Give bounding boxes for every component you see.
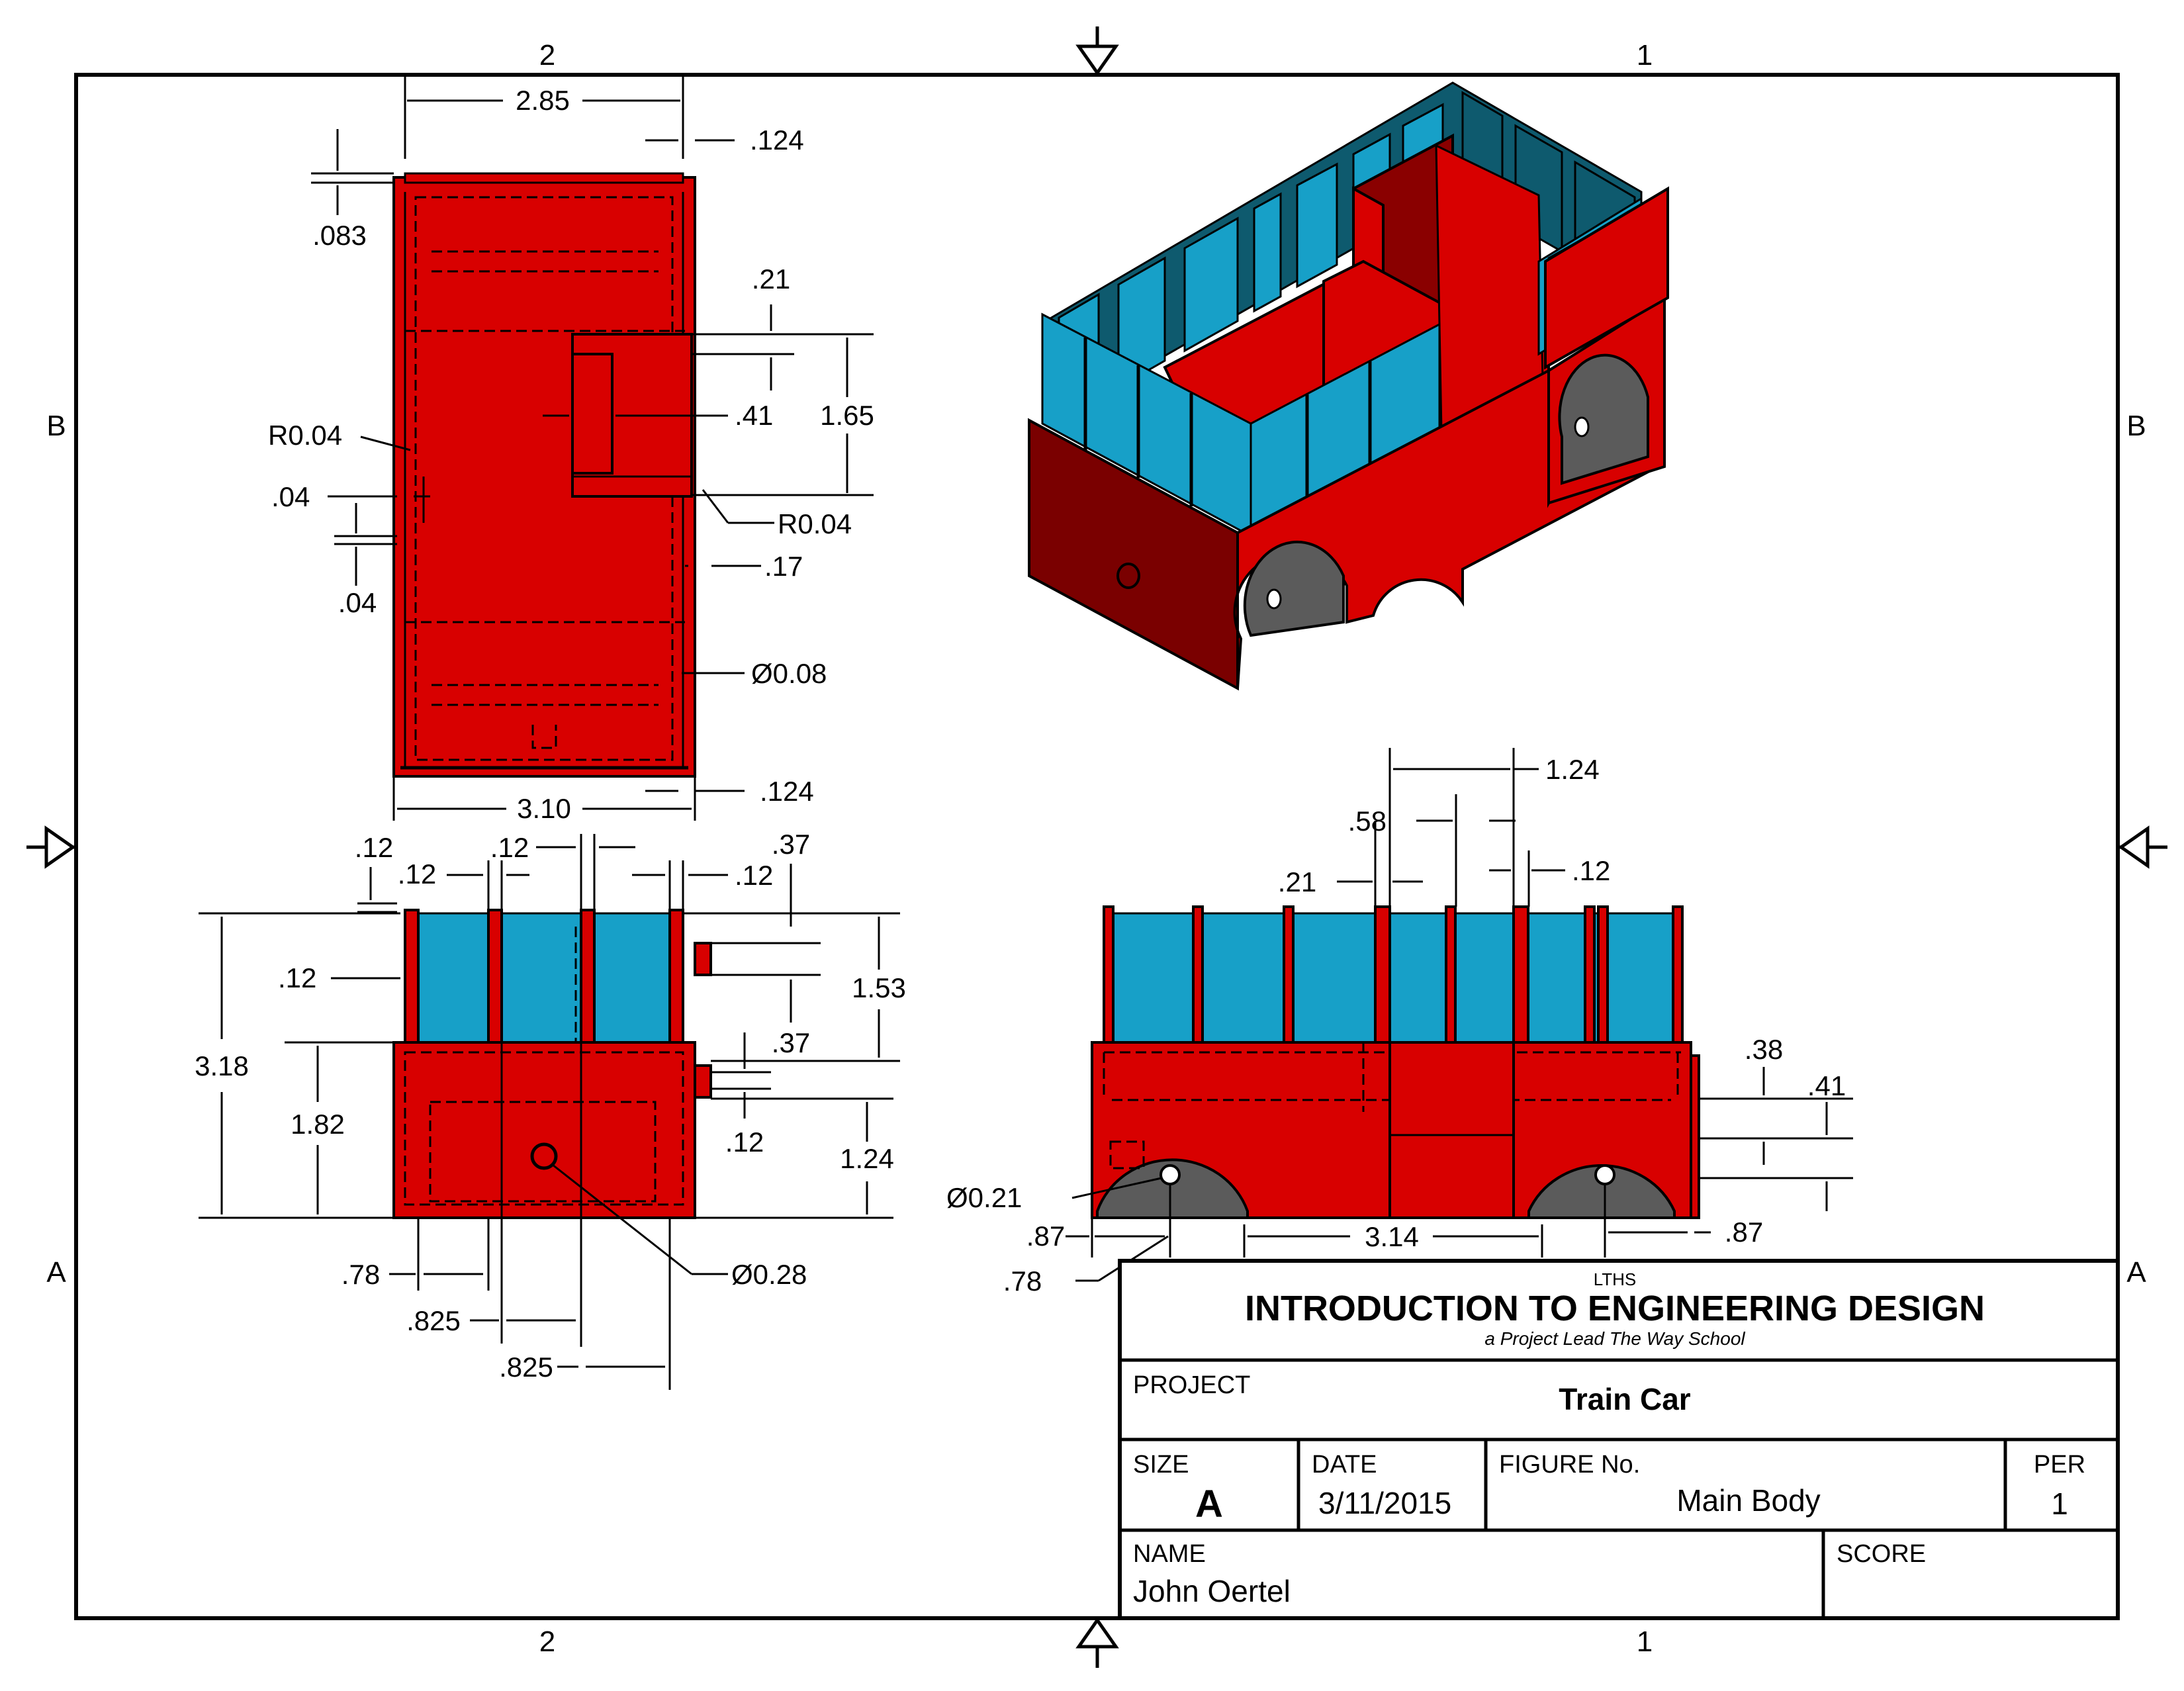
- course-title: INTRODUCTION TO ENGINEERING DESIGN: [1245, 1289, 1985, 1328]
- dim-boss-width: .21: [752, 263, 790, 295]
- size-label: SIZE: [1133, 1451, 1189, 1479]
- dim-end-d: .12: [735, 860, 773, 891]
- zone-bottom-2: 2: [539, 1625, 555, 1658]
- top-view-dimensions: 2.85 .124 .083 .21 .41 1.65 R0.04 R0.04 …: [268, 76, 874, 824]
- dim-end-off1: .78: [341, 1259, 380, 1290]
- dim-side-h1: .38: [1745, 1034, 1783, 1065]
- dim-top-right-edge: .124: [750, 124, 804, 156]
- dim-top-width: 2.85: [516, 85, 570, 116]
- dim-end-off3: .825: [499, 1351, 553, 1383]
- dim-end-a: .12: [355, 832, 393, 863]
- end-view-dimensions: .12 .12 .12 .12 .37 .37 .12 3.18: [195, 829, 906, 1390]
- project-label: PROJECT: [1133, 1371, 1250, 1399]
- zone-left-b: B: [46, 410, 66, 442]
- dim-end-off2: .825: [406, 1305, 461, 1336]
- isometric-front-posts: [1083, 338, 1372, 506]
- school-abbreviation: LTHS: [1594, 1269, 1637, 1289]
- date-value: 3/11/2015: [1318, 1486, 1451, 1520]
- score-label: SCORE: [1837, 1540, 1926, 1568]
- dim-side-post: .21: [1278, 866, 1316, 897]
- zone-left-a: A: [46, 1256, 66, 1289]
- name-label: NAME: [1133, 1540, 1206, 1568]
- dim-side-span: 3.14: [1365, 1221, 1419, 1252]
- figure-value: Main Body: [1676, 1483, 1820, 1518]
- center-mark-right: [2118, 825, 2167, 869]
- dim-gap-horizontal: .04: [271, 481, 310, 512]
- dim-end-body: 1.82: [291, 1109, 345, 1140]
- dim-end-e: .37: [772, 829, 810, 860]
- isometric-view: [1028, 81, 1669, 691]
- zone-top-1: 1: [1637, 39, 1653, 71]
- center-mark-left: [26, 825, 76, 869]
- dim-side-wheel-in: .87: [1026, 1220, 1065, 1252]
- title-block: LTHS INTRODUCTION TO ENGINEERING DESIGN …: [1118, 1259, 2120, 1620]
- dim-side-h2: .41: [1807, 1070, 1846, 1101]
- dim-end-b: .12: [398, 858, 436, 890]
- dim-bottom-edge: .124: [760, 776, 814, 807]
- name-value: John Oertel: [1133, 1574, 1291, 1608]
- zone-right-a: A: [2126, 1256, 2146, 1289]
- dim-end-upper: 1.53: [852, 972, 906, 1003]
- center-mark-bottom: [1075, 1617, 1119, 1668]
- dim-side-cab: 1.24: [1545, 754, 1600, 785]
- dim-boss-height: 1.65: [820, 400, 874, 431]
- project-value: Train Car: [1559, 1382, 1691, 1416]
- dim-radius-right: R0.04: [778, 508, 852, 539]
- dim-top-edge: .083: [312, 220, 367, 251]
- center-mark-top: [1075, 26, 1119, 76]
- side-view-dimensions: 1.24 .58 .21 .12 .38 .41 Ø0.21 .87 .78: [946, 748, 1853, 1297]
- dim-side-door: .58: [1348, 805, 1387, 837]
- dim-side-wheel-in2: .87: [1725, 1216, 1763, 1248]
- dim-end-axle: Ø0.28: [731, 1259, 807, 1290]
- zone-top-2: 2: [539, 39, 555, 71]
- end-view: [392, 909, 712, 1219]
- dim-side-axle: Ø0.21: [946, 1182, 1022, 1213]
- dim-gap-vertical: .04: [338, 587, 377, 618]
- per-value: 1: [2051, 1486, 2068, 1521]
- dim-hole: Ø0.08: [751, 658, 827, 689]
- dim-overall: 3.10: [517, 793, 571, 824]
- size-value: A: [1195, 1483, 1223, 1526]
- dim-side-wheel-off: .78: [1003, 1265, 1042, 1297]
- date-label: DATE: [1312, 1451, 1377, 1479]
- zone-bottom-1: 1: [1637, 1625, 1653, 1658]
- dim-boss-inset: .41: [735, 400, 773, 431]
- dim-side-post2: .12: [1572, 855, 1610, 886]
- zone-right-b: B: [2126, 410, 2146, 442]
- side-view: [1091, 905, 1700, 1219]
- dim-rail: .17: [764, 551, 803, 582]
- top-view: [392, 172, 696, 778]
- per-label: PER: [2034, 1451, 2085, 1479]
- school-tagline: a Project Lead The Way School: [1484, 1328, 1745, 1349]
- dim-end-lower: 1.24: [840, 1143, 894, 1174]
- dim-end-post: .12: [278, 962, 316, 993]
- dim-end-g: .12: [725, 1126, 764, 1158]
- dim-end-height: 3.18: [195, 1050, 249, 1081]
- dim-end-c: .12: [490, 832, 529, 863]
- figure-label: FIGURE No.: [1499, 1451, 1640, 1479]
- dim-radius-left: R0.04: [268, 420, 342, 451]
- dim-end-f: .37: [772, 1027, 810, 1058]
